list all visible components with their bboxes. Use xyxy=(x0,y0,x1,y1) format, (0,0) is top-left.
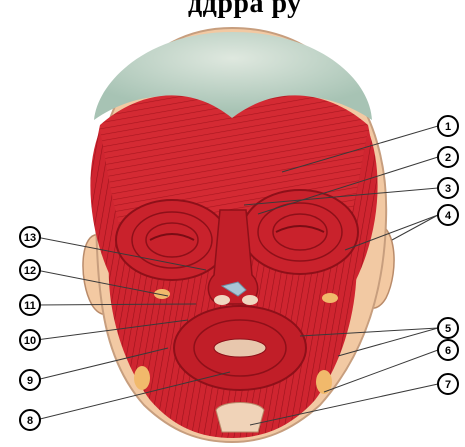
callout-5: 5 xyxy=(438,318,458,338)
callout-8: 8 xyxy=(20,410,40,430)
callout-label: 7 xyxy=(445,379,451,391)
callout-label: 2 xyxy=(445,152,451,164)
callout-label: 10 xyxy=(24,335,36,347)
callout-label: 9 xyxy=(27,375,33,387)
callout-label: 6 xyxy=(445,345,451,357)
callout-label: 1 xyxy=(445,121,451,133)
right-cheek-fat xyxy=(322,293,338,303)
callout-7: 7 xyxy=(438,374,458,394)
callout-10: 10 xyxy=(20,330,40,350)
callout-9: 9 xyxy=(20,370,40,390)
callout-label: 8 xyxy=(27,415,33,427)
chin xyxy=(216,403,264,433)
callout-11: 11 xyxy=(20,295,40,315)
callout-label: 4 xyxy=(445,210,452,222)
callout-12: 12 xyxy=(20,260,40,280)
callout-label: 12 xyxy=(24,265,36,277)
callout-label: 13 xyxy=(24,232,36,244)
callout-label: 3 xyxy=(445,183,451,195)
left-jaw-fat xyxy=(134,366,150,390)
lips xyxy=(214,339,266,357)
callout-2: 2 xyxy=(438,147,458,167)
callout-4: 4 xyxy=(438,205,458,225)
callout-13: 13 xyxy=(20,227,40,247)
callout-3: 3 xyxy=(438,178,458,198)
callout-label: 11 xyxy=(24,300,36,312)
callout-1: 1 xyxy=(438,116,458,136)
callout-label: 5 xyxy=(445,323,451,335)
callout-6: 6 xyxy=(438,340,458,360)
